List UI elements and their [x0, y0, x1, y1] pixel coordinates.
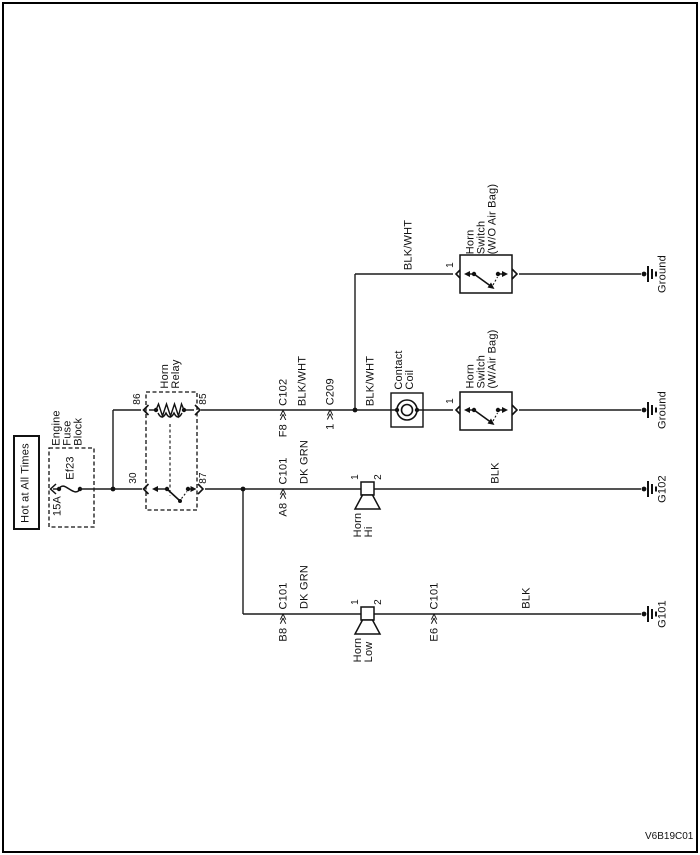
- ground-label: Ground: [656, 255, 669, 293]
- switch-pin-1-label: 1: [445, 398, 456, 404]
- power-feed-wires: [80, 273, 641, 615]
- contact-coil-label: Contact Coil: [393, 350, 416, 390]
- horn-hi-symbol: [353, 481, 382, 510]
- horn-low-symbol: [353, 606, 382, 635]
- engine-fuse-block-symbol: [48, 447, 95, 528]
- fuse-element: [58, 485, 81, 493]
- ground-g101-label: G101: [656, 600, 669, 628]
- horn-switch-wo-airbag-symbol: [454, 254, 519, 294]
- connector-c101-b8-label: B8 ≫ C101: [277, 582, 290, 642]
- horn-hi-pin-2-label: 2: [373, 474, 384, 480]
- relay-pin-30-label: 30: [128, 472, 139, 484]
- wire-color-blkwht-label: BLK/WHT: [364, 355, 377, 407]
- contact-coil-symbol: [390, 392, 424, 428]
- ground-symbol-g101: [641, 606, 657, 622]
- fuse-rating-label: 15A: [51, 495, 64, 517]
- wire-color-blk-label: BLK: [520, 587, 533, 609]
- horn-relay-label: Horn Relay: [159, 359, 182, 389]
- relay-pin-85-label: 85: [198, 393, 209, 405]
- ground-symbol-mid: [641, 402, 657, 418]
- connector-c101-e6-label: E6 ≫ C101: [428, 582, 441, 642]
- horn-low-pin-2-label: 2: [373, 599, 384, 605]
- junction-dot: [352, 407, 358, 413]
- horn-switch-w-airbag-label: Horn Switch (W/Air Bag): [464, 329, 499, 389]
- hot-label-box: [13, 435, 40, 530]
- horn-switch-wo-airbag-label: Horn Switch (W/O Air Bag): [464, 183, 499, 255]
- connector-c101-a8-label: A8 ≫ C101: [277, 457, 290, 517]
- horn-hi-label: Horn Hi: [352, 512, 375, 538]
- ground-symbol-g102: [641, 481, 657, 497]
- horn-low-pin-1-label: 1: [350, 599, 361, 605]
- wire-color-dkgrn-label: DK GRN: [298, 565, 311, 609]
- relay-pin-86-label: 86: [132, 393, 143, 405]
- figure-code: V6B19C01: [645, 831, 694, 842]
- connector-c102-label: F8 ≫ C102: [277, 378, 290, 438]
- horn-low-label: Horn Low: [352, 637, 375, 663]
- junction-dot: [110, 486, 116, 492]
- ground-g102-label: G102: [656, 475, 669, 503]
- ground-symbol-top: [641, 266, 657, 282]
- relay-coil-symbol: [149, 401, 194, 419]
- horn-hi-pin-1-label: 1: [350, 474, 361, 480]
- wire-color-blkwht-label: BLK/WHT: [296, 355, 309, 407]
- hot-at-all-times-label: Hot at All Times: [19, 443, 32, 523]
- wire-color-dkgrn-label: DK GRN: [298, 440, 311, 484]
- connector-c209-label: 1 ≫ C209: [324, 378, 337, 430]
- relay-pin-87-label: 87: [198, 472, 209, 484]
- relay-switch-symbol: [152, 486, 197, 503]
- ground-label: Ground: [656, 391, 669, 429]
- engine-fuse-block-label: Engine Fuse Block: [50, 410, 85, 446]
- relay-pin-chevrons: [142, 404, 205, 495]
- junction-dot: [240, 486, 246, 492]
- switch-pin-1-label: 1: [445, 262, 456, 268]
- fuse-entry-chevron: [49, 483, 57, 495]
- horn-relay-symbol: [142, 391, 205, 511]
- wire-color-blk-label: BLK: [489, 462, 502, 484]
- fuse-id-label: Ef23: [64, 456, 77, 480]
- wire-color-blkwht-label: BLK/WHT: [402, 219, 415, 271]
- horn-switch-w-airbag-symbol: [454, 391, 519, 431]
